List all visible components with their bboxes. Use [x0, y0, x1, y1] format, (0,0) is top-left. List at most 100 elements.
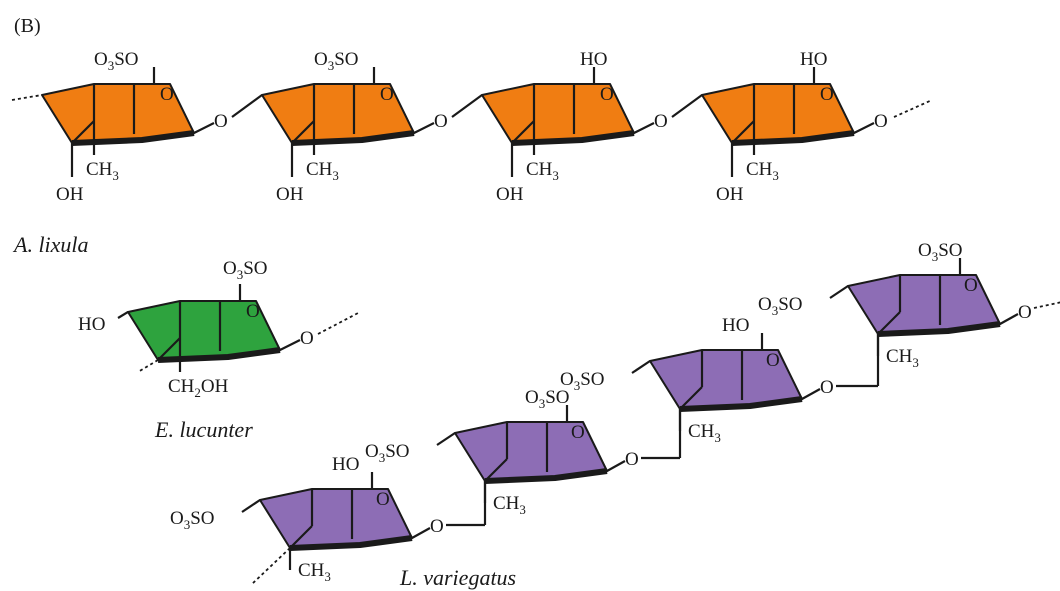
l-methyl-group-3-part: CH — [886, 346, 913, 367]
l-sulfate-top-3-part: O — [918, 240, 932, 261]
a-ring-oxygen-2: O — [600, 84, 614, 105]
a-ring-bond2-2 — [511, 120, 535, 144]
l-left-bond-3 — [829, 285, 849, 299]
a-ring-oxygen-0: O — [160, 84, 174, 105]
a-methyl-group-0-part: CH — [86, 159, 113, 180]
e-linkage-oxygen: O — [300, 328, 314, 349]
l-ring-front-edge-2 — [679, 396, 803, 412]
l-sulfate-top-3-suffix: SO — [938, 240, 962, 261]
a-link-bond-out-1 — [451, 94, 483, 118]
e-start-dash — [137, 359, 159, 373]
l-ring-oxygen-3: O — [964, 275, 978, 296]
a-linkage-oxygen-3: O — [874, 111, 888, 132]
a-methyl-group-2-subscript: 3 — [552, 168, 559, 183]
l-sulfate-left-3-suffix: SO — [778, 294, 802, 315]
a-ring-2 — [481, 83, 635, 146]
l-sulfate-left-0-suffix: SO — [190, 508, 214, 529]
l-ring-bond2-0 — [289, 525, 313, 549]
l-hydroxyl-top-0: HO — [332, 454, 359, 475]
a-sulfate-group-1-part: O — [314, 49, 328, 70]
e-sulfate-group-suffix: SO — [243, 258, 267, 279]
a-end-dash — [893, 99, 933, 118]
a-ring-front-edge-1 — [291, 130, 415, 146]
l-sulfate-left-3-subscript: 3 — [772, 303, 779, 318]
l-link-bond-0 — [411, 527, 431, 539]
l-linkage-oxygen-3: O — [1018, 302, 1032, 323]
a-ring-bond2-1 — [291, 120, 315, 144]
l-methyl-group-3: CH3 — [886, 346, 919, 370]
species-label-e-lucunter: E. lucunter — [154, 417, 253, 442]
l-hydroxyl-top-2: HO — [722, 315, 749, 336]
a-methyl-group-3-subscript: 3 — [772, 168, 779, 183]
l-ring-oxygen-0: O — [376, 489, 390, 510]
a-methyl-group-0-subscript: 3 — [112, 168, 119, 183]
l-ring-front-edge-3 — [877, 321, 1001, 337]
l-link-bond-2 — [801, 388, 821, 400]
l-left-bond-2 — [631, 360, 651, 374]
l-ring-oxygen-2: O — [766, 350, 780, 371]
l-sulfate-top-1: O3SO — [525, 387, 570, 411]
l-ring-bond2-1 — [484, 458, 508, 482]
l-sulfate-top-1-subscript: 3 — [539, 396, 546, 411]
a-start-dash — [11, 94, 43, 101]
a-link-bond-0 — [193, 122, 215, 134]
species-label-a-lixula: A. lixula — [12, 232, 89, 257]
a-hydroxyl-group-3: HO — [800, 49, 827, 70]
l-sulfate-left-3: O3SO — [758, 294, 803, 318]
l-methyl-group-1-part: CH — [493, 493, 520, 514]
e-hydroxyl-group: HO — [78, 314, 105, 335]
a-linkage-oxygen-1: O — [434, 111, 448, 132]
l-ring-bond2-3 — [877, 311, 901, 335]
a-sulfate-group-0-suffix: SO — [114, 49, 138, 70]
panel-label: (B) — [14, 15, 41, 37]
l-sulfate-left-2: O3SO — [560, 369, 605, 393]
e-ch2oh-group: CH2OH — [168, 376, 229, 400]
l-methyl-group-1-subscript: 3 — [519, 502, 526, 517]
l-ring-oxygen-1: O — [571, 422, 585, 443]
a-oh-group-3: OH — [716, 184, 744, 205]
l-link-bond-3 — [999, 313, 1019, 325]
a-ring-bond2-3 — [731, 120, 755, 144]
a-hydroxyl-group-2: HO — [580, 49, 607, 70]
e-sulfate-group-subscript: 3 — [237, 267, 244, 282]
l-variegatus-chain: O3SOHOOCH3OO3SOO3SOOCH3OO3SOHOOCH3OO3SOO… — [170, 240, 1060, 585]
l-sulfate-left-2-suffix: SO — [580, 369, 604, 390]
e-ring-0 — [127, 300, 281, 363]
a-link-bond-out-0 — [231, 94, 263, 118]
l-methyl-group-0: CH3 — [298, 560, 331, 584]
l-sulfate-top-3-subscript: 3 — [932, 249, 939, 264]
e-ring-oxygen: O — [246, 301, 260, 322]
l-linkage-oxygen-1: O — [625, 449, 639, 470]
a-sulfate-group-0: O3SO — [94, 49, 139, 73]
l-sulfate-left-1-part: O — [365, 441, 379, 462]
a-methyl-group-3: CH3 — [746, 159, 779, 183]
l-sulfate-left-0-subscript: 3 — [184, 517, 191, 532]
a-methyl-group-2: CH3 — [526, 159, 559, 183]
l-methyl-group-2: CH3 — [688, 421, 721, 445]
l-sulfate-left-0: O3SO — [170, 508, 215, 532]
a-oh-group-0: OH — [56, 184, 84, 205]
a-methyl-group-1: CH3 — [306, 159, 339, 183]
l-sulfate-left-2-part: O — [560, 369, 574, 390]
a-ring-front-edge-0 — [71, 130, 195, 146]
e-ho-bond — [117, 311, 129, 319]
e-ring-front-edge-0 — [157, 347, 281, 363]
l-sulfate-left-2-subscript: 3 — [574, 378, 581, 393]
l-linkage-oxygen-0: O — [430, 516, 444, 537]
l-methyl-group-0-part: CH — [298, 560, 325, 581]
l-ring-bond2-2 — [679, 386, 703, 410]
e-ch2oh-group-subscript: 2 — [194, 385, 201, 400]
l-end-dash — [1033, 301, 1060, 309]
a-link-bond-2 — [633, 122, 655, 134]
a-link-bond-out-2 — [671, 94, 703, 118]
a-ring-oxygen-3: O — [820, 84, 834, 105]
l-sulfate-top-1-suffix: SO — [545, 387, 569, 408]
e-end-dash — [317, 311, 361, 335]
l-methyl-group-2-part: CH — [688, 421, 715, 442]
a-ring-front-edge-2 — [511, 130, 635, 146]
a-link-bond-1 — [413, 122, 435, 134]
l-ring-0 — [259, 488, 413, 551]
l-sulfate-top-3: O3SO — [918, 240, 963, 264]
